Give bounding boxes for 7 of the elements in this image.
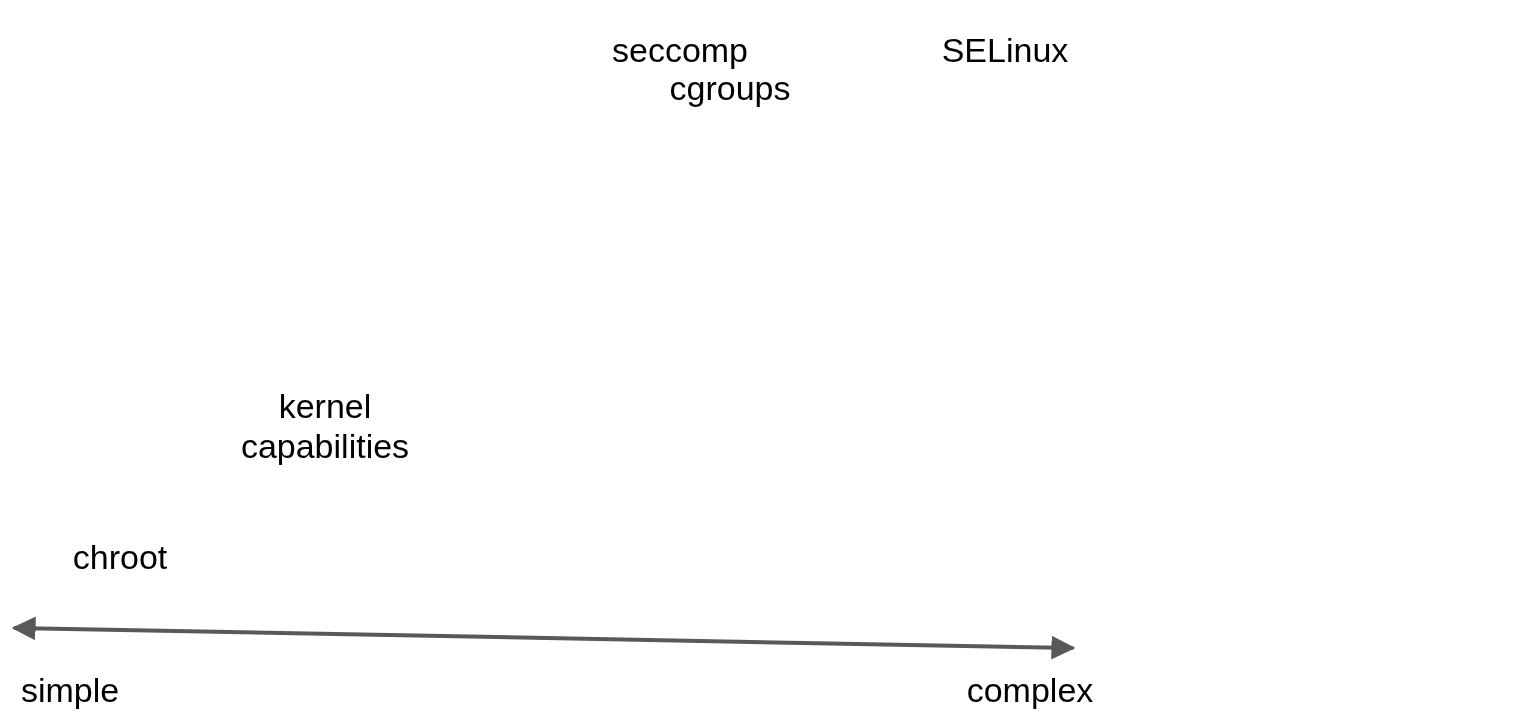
label: kernel capabilities [239, 386, 411, 466]
label: chroot [71, 537, 169, 577]
scale-end-label: simple [19, 670, 121, 710]
label: cgroups [668, 69, 792, 108]
scale-end-label: complex [965, 670, 1095, 710]
label: seccomp [610, 30, 750, 70]
label: SELinux [940, 30, 1070, 70]
